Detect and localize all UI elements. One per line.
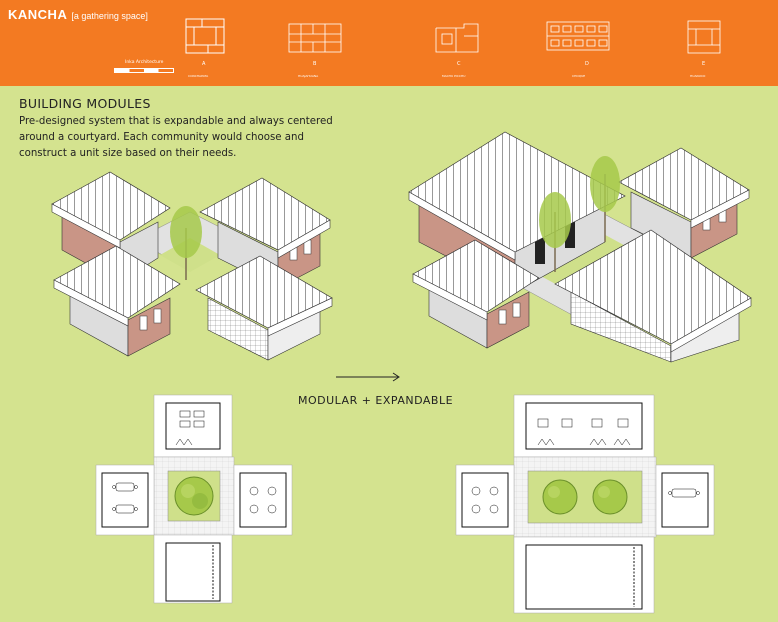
courtyard-tree (170, 206, 202, 280)
plan-letter-a: A (202, 61, 206, 67)
axonometric-small-module (51, 171, 333, 361)
plan-caption-c: MACHU PICCHU (442, 74, 466, 78)
header-banner: KANCHA[a gathering space] Inka Architect… (0, 0, 778, 86)
plan-letter-b: B (313, 61, 317, 67)
house-front-left (53, 245, 181, 357)
page-subtitle: [a gathering space] (71, 11, 148, 21)
plan-thumbnail-c (435, 23, 479, 53)
plan-letter-c: C (457, 61, 461, 67)
plan-expanded-module (455, 394, 715, 614)
plan-caption-e: HUANUCO (690, 74, 706, 78)
courtyard-tree-left (539, 192, 571, 272)
page-title: KANCHA[a gathering space] (8, 7, 148, 22)
plan-thumbnail-d (546, 21, 610, 51)
modular-expandable-label: MODULAR + EXPANDABLE (298, 394, 454, 407)
plan-caption-a: CONCHAPATA (188, 74, 209, 78)
courtyard-tree-right (590, 156, 620, 242)
plan-letter-e: E (702, 61, 706, 67)
house-front-left (412, 239, 540, 349)
plan-caption-b: HUAJAHUANA (298, 74, 319, 78)
arrow-right-icon (336, 372, 400, 382)
house-back-right (618, 147, 750, 259)
house-front-right (195, 255, 333, 361)
plan-small-module (95, 394, 293, 604)
plan-letter-d: D (585, 61, 589, 67)
axonometric-expanded-module (408, 131, 752, 363)
inka-label: Inka Architecture (125, 60, 164, 65)
section-heading: BUILDING MODULES (19, 96, 151, 111)
plan-thumbnail-e (687, 20, 721, 54)
scale-bar (114, 68, 174, 73)
long-house-front (554, 229, 752, 363)
plan-caption-d: CHOQUE (572, 74, 586, 78)
section-description: Pre-designed system that is expandable a… (19, 116, 333, 159)
plan-thumbnail-a (185, 18, 225, 54)
plan-thumbnail-b (288, 23, 342, 53)
